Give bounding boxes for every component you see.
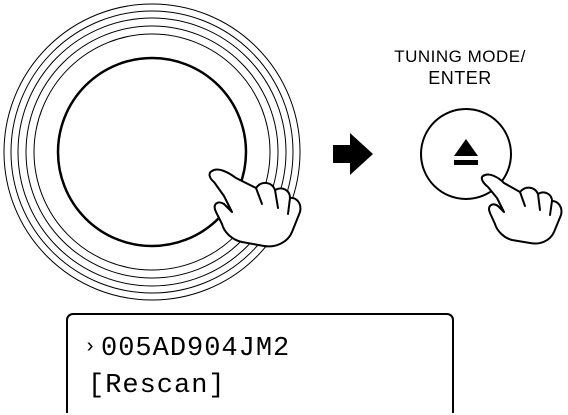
lcd-line1-text: 005AD904JM2 [101, 334, 291, 364]
button-label-line2: ENTER [428, 68, 492, 88]
pointing-hand-icon [480, 173, 563, 245]
rotary-knob[interactable] [3, 3, 301, 301]
button-label-line1: TUNING MODE/ [394, 47, 526, 66]
lcd-line-rescan[interactable]: [Rescan] [88, 371, 226, 401]
selection-cursor: › [84, 336, 98, 359]
eject-icon [454, 139, 478, 165]
arrow-right-icon [333, 133, 373, 175]
lcd-display: ›005AD904JM2 [Rescan] [66, 313, 454, 413]
pointing-hand-icon [208, 168, 302, 248]
lcd-line-selected[interactable]: ›005AD904JM2 [84, 333, 290, 364]
